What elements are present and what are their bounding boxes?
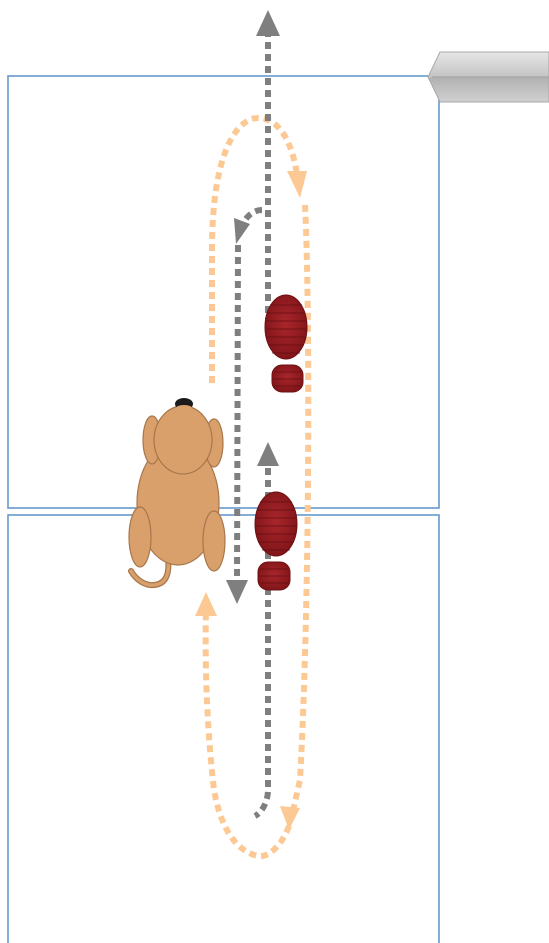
person-path-arrow-up: [257, 442, 279, 466]
dog-path-arrow-down-bottom: [280, 806, 300, 830]
person-path-arrow-down: [226, 580, 248, 604]
dog-path-arrow-down-top: [287, 171, 307, 198]
dog-figure: [129, 398, 225, 585]
person-path-arrow-turn: [234, 218, 250, 244]
person-walk-path: [237, 30, 268, 816]
dog-hind-leg-left: [129, 507, 151, 567]
direction-tab: [428, 52, 549, 102]
dog-hind-leg-right: [203, 511, 225, 571]
dog-path-arrow-up: [195, 592, 217, 616]
person-path-arrow-top: [256, 10, 280, 36]
dog-head: [154, 406, 212, 474]
floor-panel-bottom: [8, 515, 439, 943]
dog-walk-path: [206, 118, 309, 856]
shoe-print-front: [265, 295, 307, 392]
shoe-print-back: [255, 492, 297, 590]
